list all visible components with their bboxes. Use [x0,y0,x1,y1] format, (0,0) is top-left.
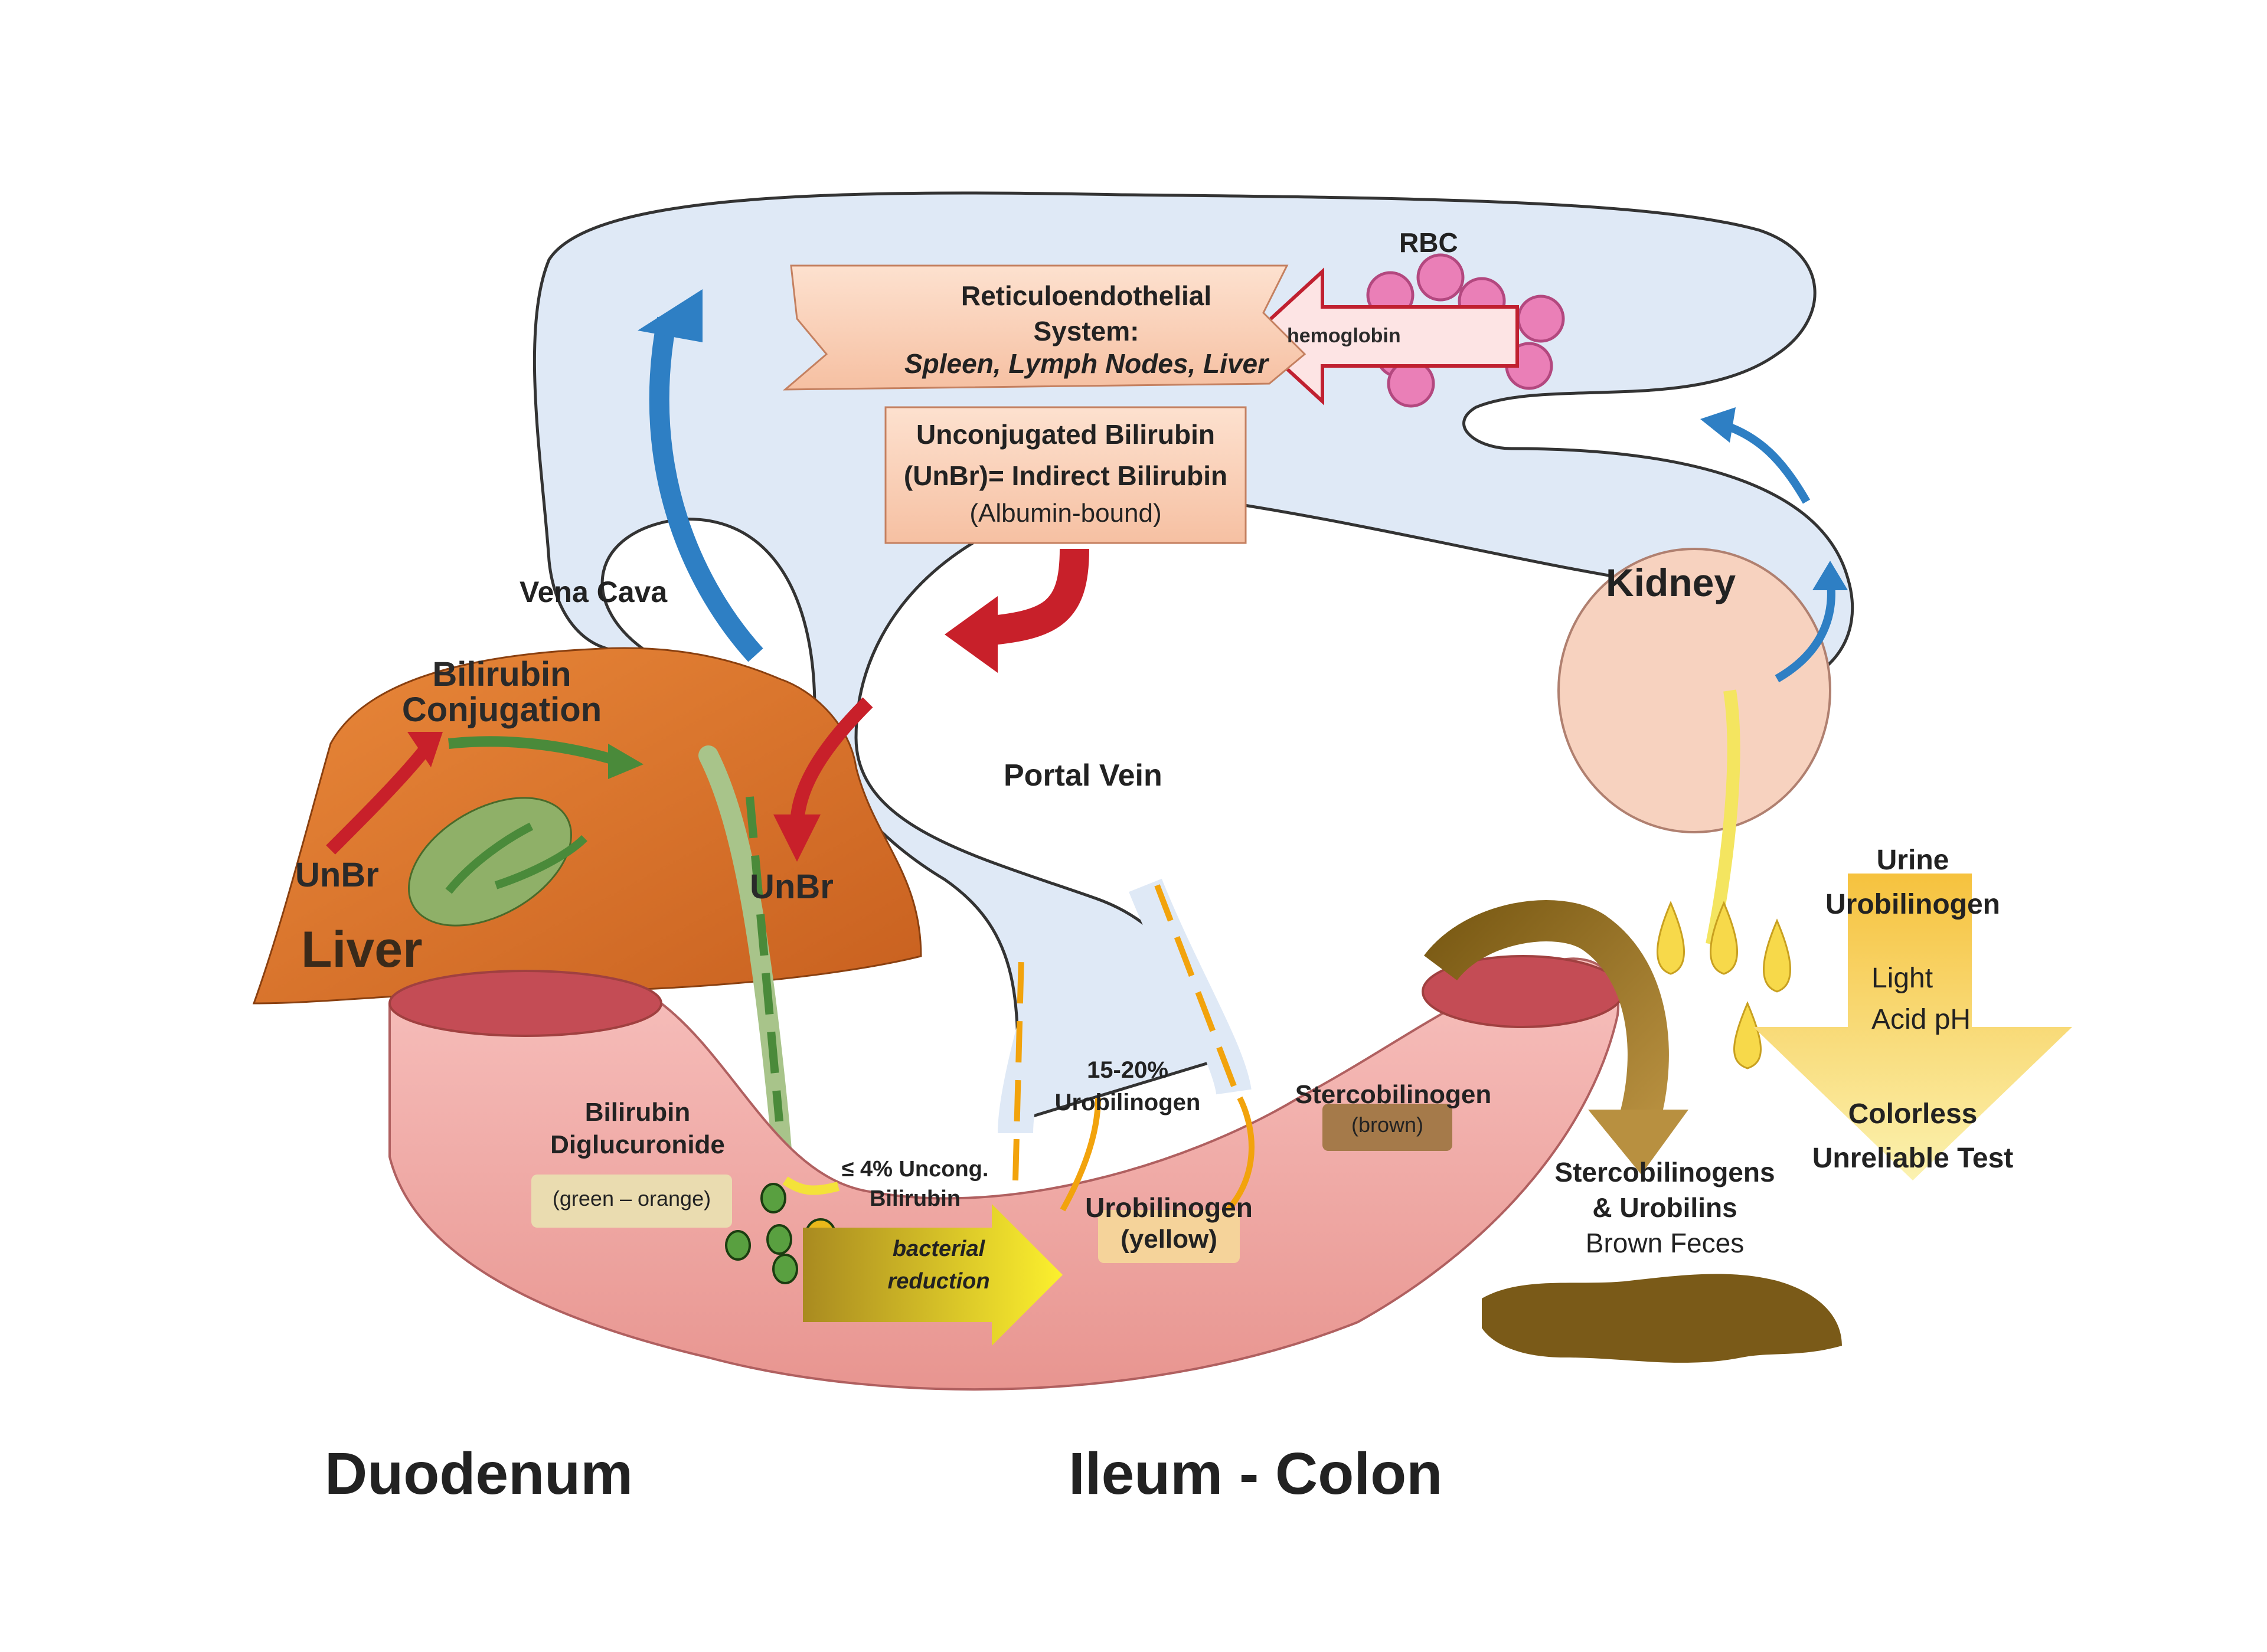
red-arrow-unbr [790,697,873,827]
urine-acid: Acid pH [1871,1004,1971,1035]
blue-arrowhead-1 [638,289,703,342]
blue-arrow-kidney-1 [1722,421,1811,504]
unconjugated-box [884,406,1247,544]
kidney-label: Kidney [1606,561,1736,604]
unconjugated-line2: (UnBr)= Indirect Bilirubin [903,460,1228,491]
ureter [1706,689,1740,946]
urobilinogen-line2: (yellow) [1121,1225,1217,1254]
feces-shape [1482,1274,1842,1363]
urine-drops [1657,901,1791,1069]
urobilinogen-line1: Urobilinogen [1085,1192,1253,1223]
orange-arrow-4 [1226,1096,1255,1212]
diglucuronide-line2: Diglucuronide [550,1130,725,1159]
feces-arrow [1424,900,1669,1140]
urine-line1: Urine [1876,845,1949,876]
feces-line3: Brown Feces [1585,1228,1745,1258]
green-arrow-gb-2 [494,835,587,889]
stercobilinogen-tag [1322,1104,1452,1151]
pct-line1: 15-20% [1087,1057,1168,1083]
orange-arrow-1 [1012,956,1024,1181]
rbc-label: RBC [1399,227,1458,258]
liver-label: Liver [301,921,423,978]
diglucuronide-tag [531,1175,732,1228]
bacterial-line2: reduction [887,1269,990,1294]
unconjugated-line3: (Albumin-bound) [969,499,1162,528]
blue-arrowhead-2 [1700,407,1736,443]
ileum-colon-label: Ileum - Colon [1069,1441,1443,1507]
urine-line2: Urobilinogen [1825,889,2000,920]
res-box [782,264,1306,391]
red-arrowhead-3 [407,732,443,767]
diglucuronide-line1: Bilirubin [584,1098,691,1127]
red-arrowhead-2 [773,814,821,862]
diglucuronide-color: (green – orange) [552,1186,711,1211]
urobilinogen-tag [1098,1210,1240,1263]
bacterial-line1: bacterial [892,1236,985,1261]
uncong-line1: ≤ 4% Uncong. [841,1157,989,1182]
feces-arrowhead [1588,1110,1688,1175]
res-line2: System: [1033,316,1139,346]
hemoglobin-label: hemoglobin [1287,325,1401,347]
pct-line2: Urobilinogen [1054,1090,1201,1115]
portal-vein-label: Portal Vein [1004,758,1162,793]
res-line3: Spleen, Lymph Nodes, Liver [904,348,1269,379]
kidney-shape [1557,548,1831,833]
green-arrow-duct [746,796,783,1122]
urine-light: Light [1871,963,1933,994]
duodenum-opening [388,970,662,1037]
unconjugated-line1: Unconjugated Bilirubin [916,419,1215,450]
urine-arrow [1753,874,2072,1180]
orange-arrow-2 [1154,884,1237,1087]
green-arrow-gb-1 [445,822,534,894]
conjugation-line2: Conjugation [401,691,602,729]
yellow-arrow-duct [782,1176,839,1195]
orange-arrow-3 [1060,1097,1101,1212]
red-arrow-conjugation [326,745,430,855]
blue-arrow-kidney-2 [1775,578,1835,683]
urine-unreliable: Unreliable Test [1812,1143,2014,1174]
uncong-line2: Bilirubin [869,1186,961,1211]
blue-arrow-vena-cava [649,316,763,662]
stercobilinogen-label: Stercobilinogen [1295,1080,1492,1109]
circulation-outline [533,191,1854,1124]
stercobilinogen-color: (brown) [1351,1113,1424,1137]
conjugation-line1: Bilirubin [432,655,571,693]
feces-line2: & Urobilins [1592,1192,1737,1223]
duodenum-label: Duodenum [325,1441,633,1507]
red-arrow-to-liver [978,548,1089,646]
unbr-right-label: UnBr [750,868,834,906]
bacterial-reduction-arrow [803,1204,1063,1346]
feces-line1: Stercobilinogens [1554,1157,1775,1188]
green-arrow-conjugation [448,736,622,767]
blue-arrowhead-3 [1812,561,1848,590]
vena-cava-label: Vena Cava [520,575,668,609]
green-arrowhead-1 [608,744,643,779]
res-line1: Reticuloendothelial [961,280,1212,311]
unbr-left-label: UnBr [295,856,379,894]
red-arrowhead-1 [945,596,998,673]
urine-colorless: Colorless [1848,1098,1978,1130]
